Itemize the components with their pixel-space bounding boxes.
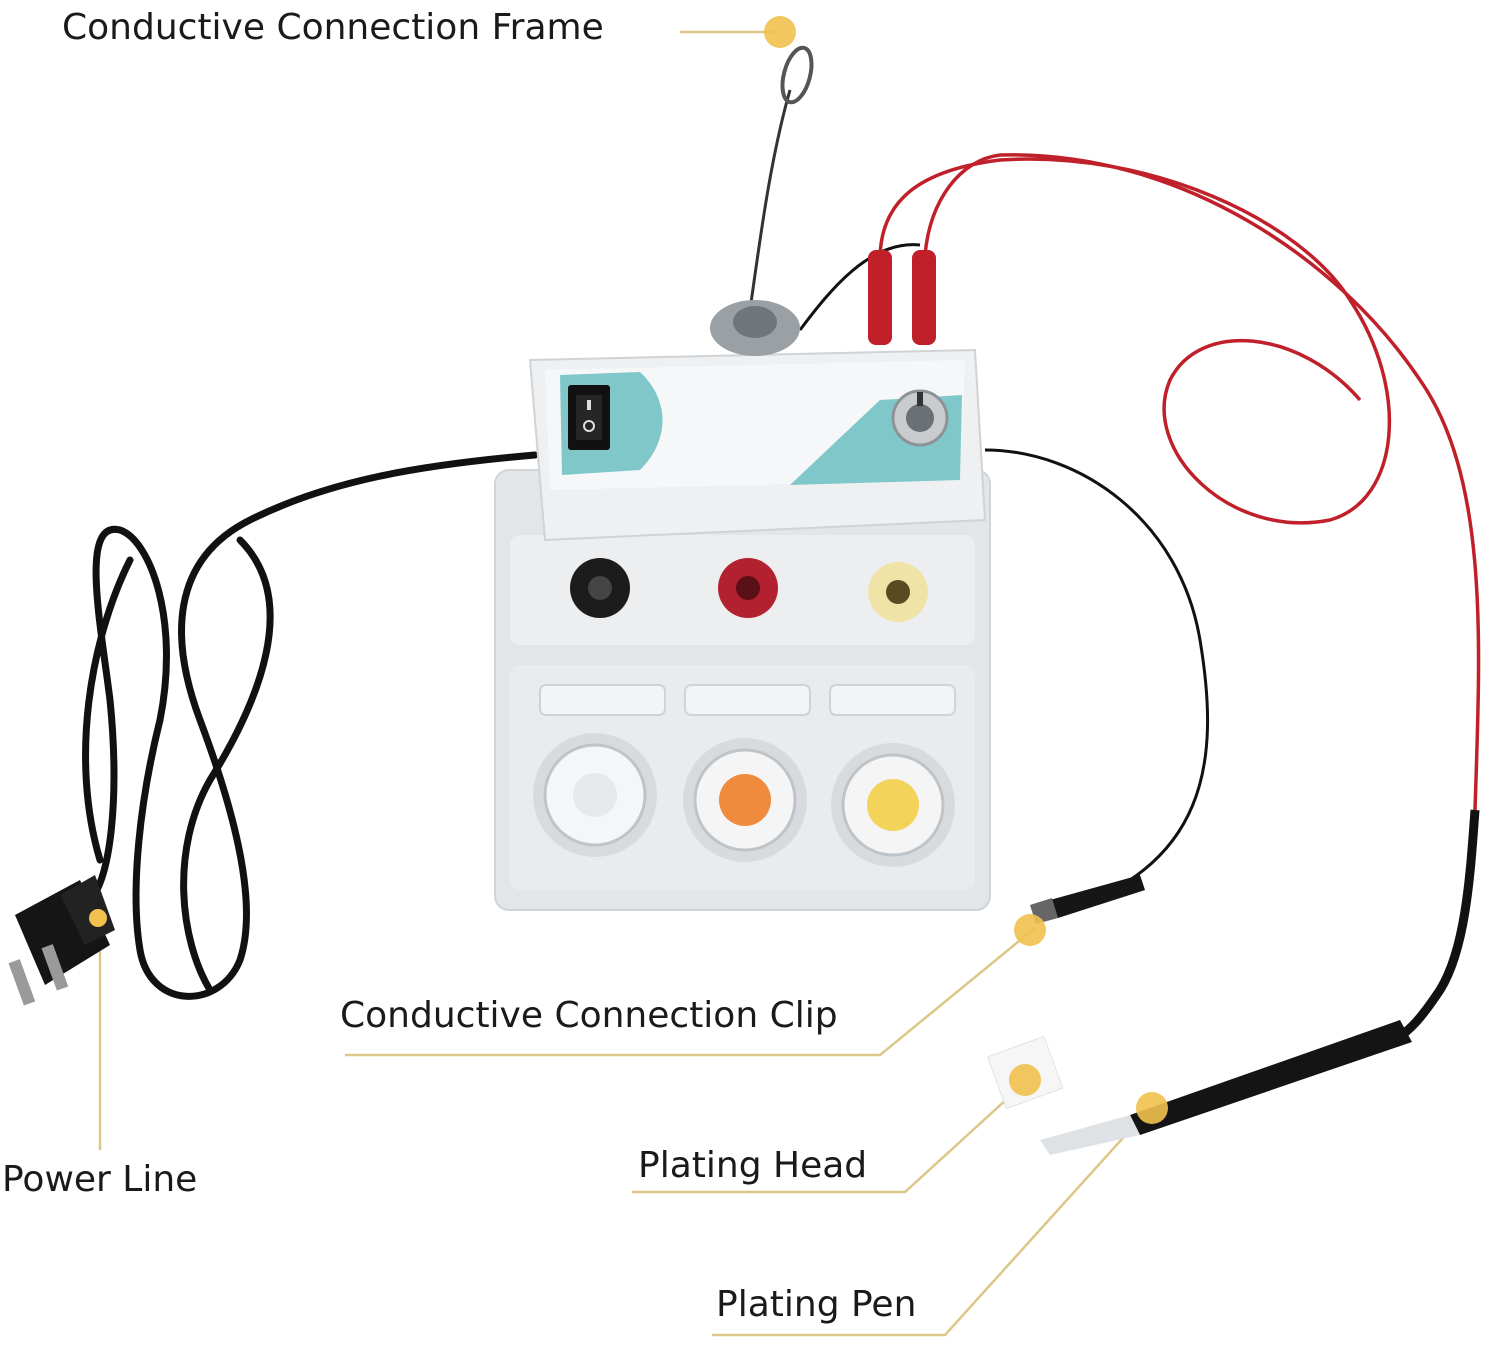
power-switch-icon [568, 385, 610, 450]
clip-marker [1014, 914, 1046, 946]
output-jacks [570, 558, 928, 622]
pen-cable [1392, 809, 1480, 1044]
frame-rod [748, 89, 792, 311]
label-power-line: Power Line [2, 1159, 198, 1200]
power-cord [82, 451, 539, 1000]
plating-pen-body [1040, 1020, 1412, 1155]
alligator-clip-icon [1030, 875, 1145, 924]
knob-icon [891, 389, 949, 447]
frame-marker [764, 16, 796, 48]
pen-marker [1136, 1092, 1168, 1124]
head-marker [1009, 1064, 1041, 1096]
label-plating-pen: Plating Pen [716, 1284, 917, 1325]
leader-clip [345, 927, 1036, 1057]
ring-hook-icon [780, 45, 814, 105]
power-plug-icon [8, 875, 115, 1006]
leader-head [632, 1077, 1031, 1194]
solution-cups [533, 733, 955, 867]
label-plating-head: Plating Head [638, 1145, 868, 1186]
banana-plugs [868, 250, 936, 345]
label-conductive-connection-frame: Conductive Connection Frame [62, 7, 604, 48]
label-conductive-connection-clip: Conductive Connection Clip [340, 995, 838, 1036]
leader-lines [98, 30, 1151, 1337]
red-wire [798, 153, 1481, 811]
black-lead-wire [984, 448, 1209, 917]
leader-pen [712, 1107, 1151, 1337]
control-unit [528, 300, 987, 542]
